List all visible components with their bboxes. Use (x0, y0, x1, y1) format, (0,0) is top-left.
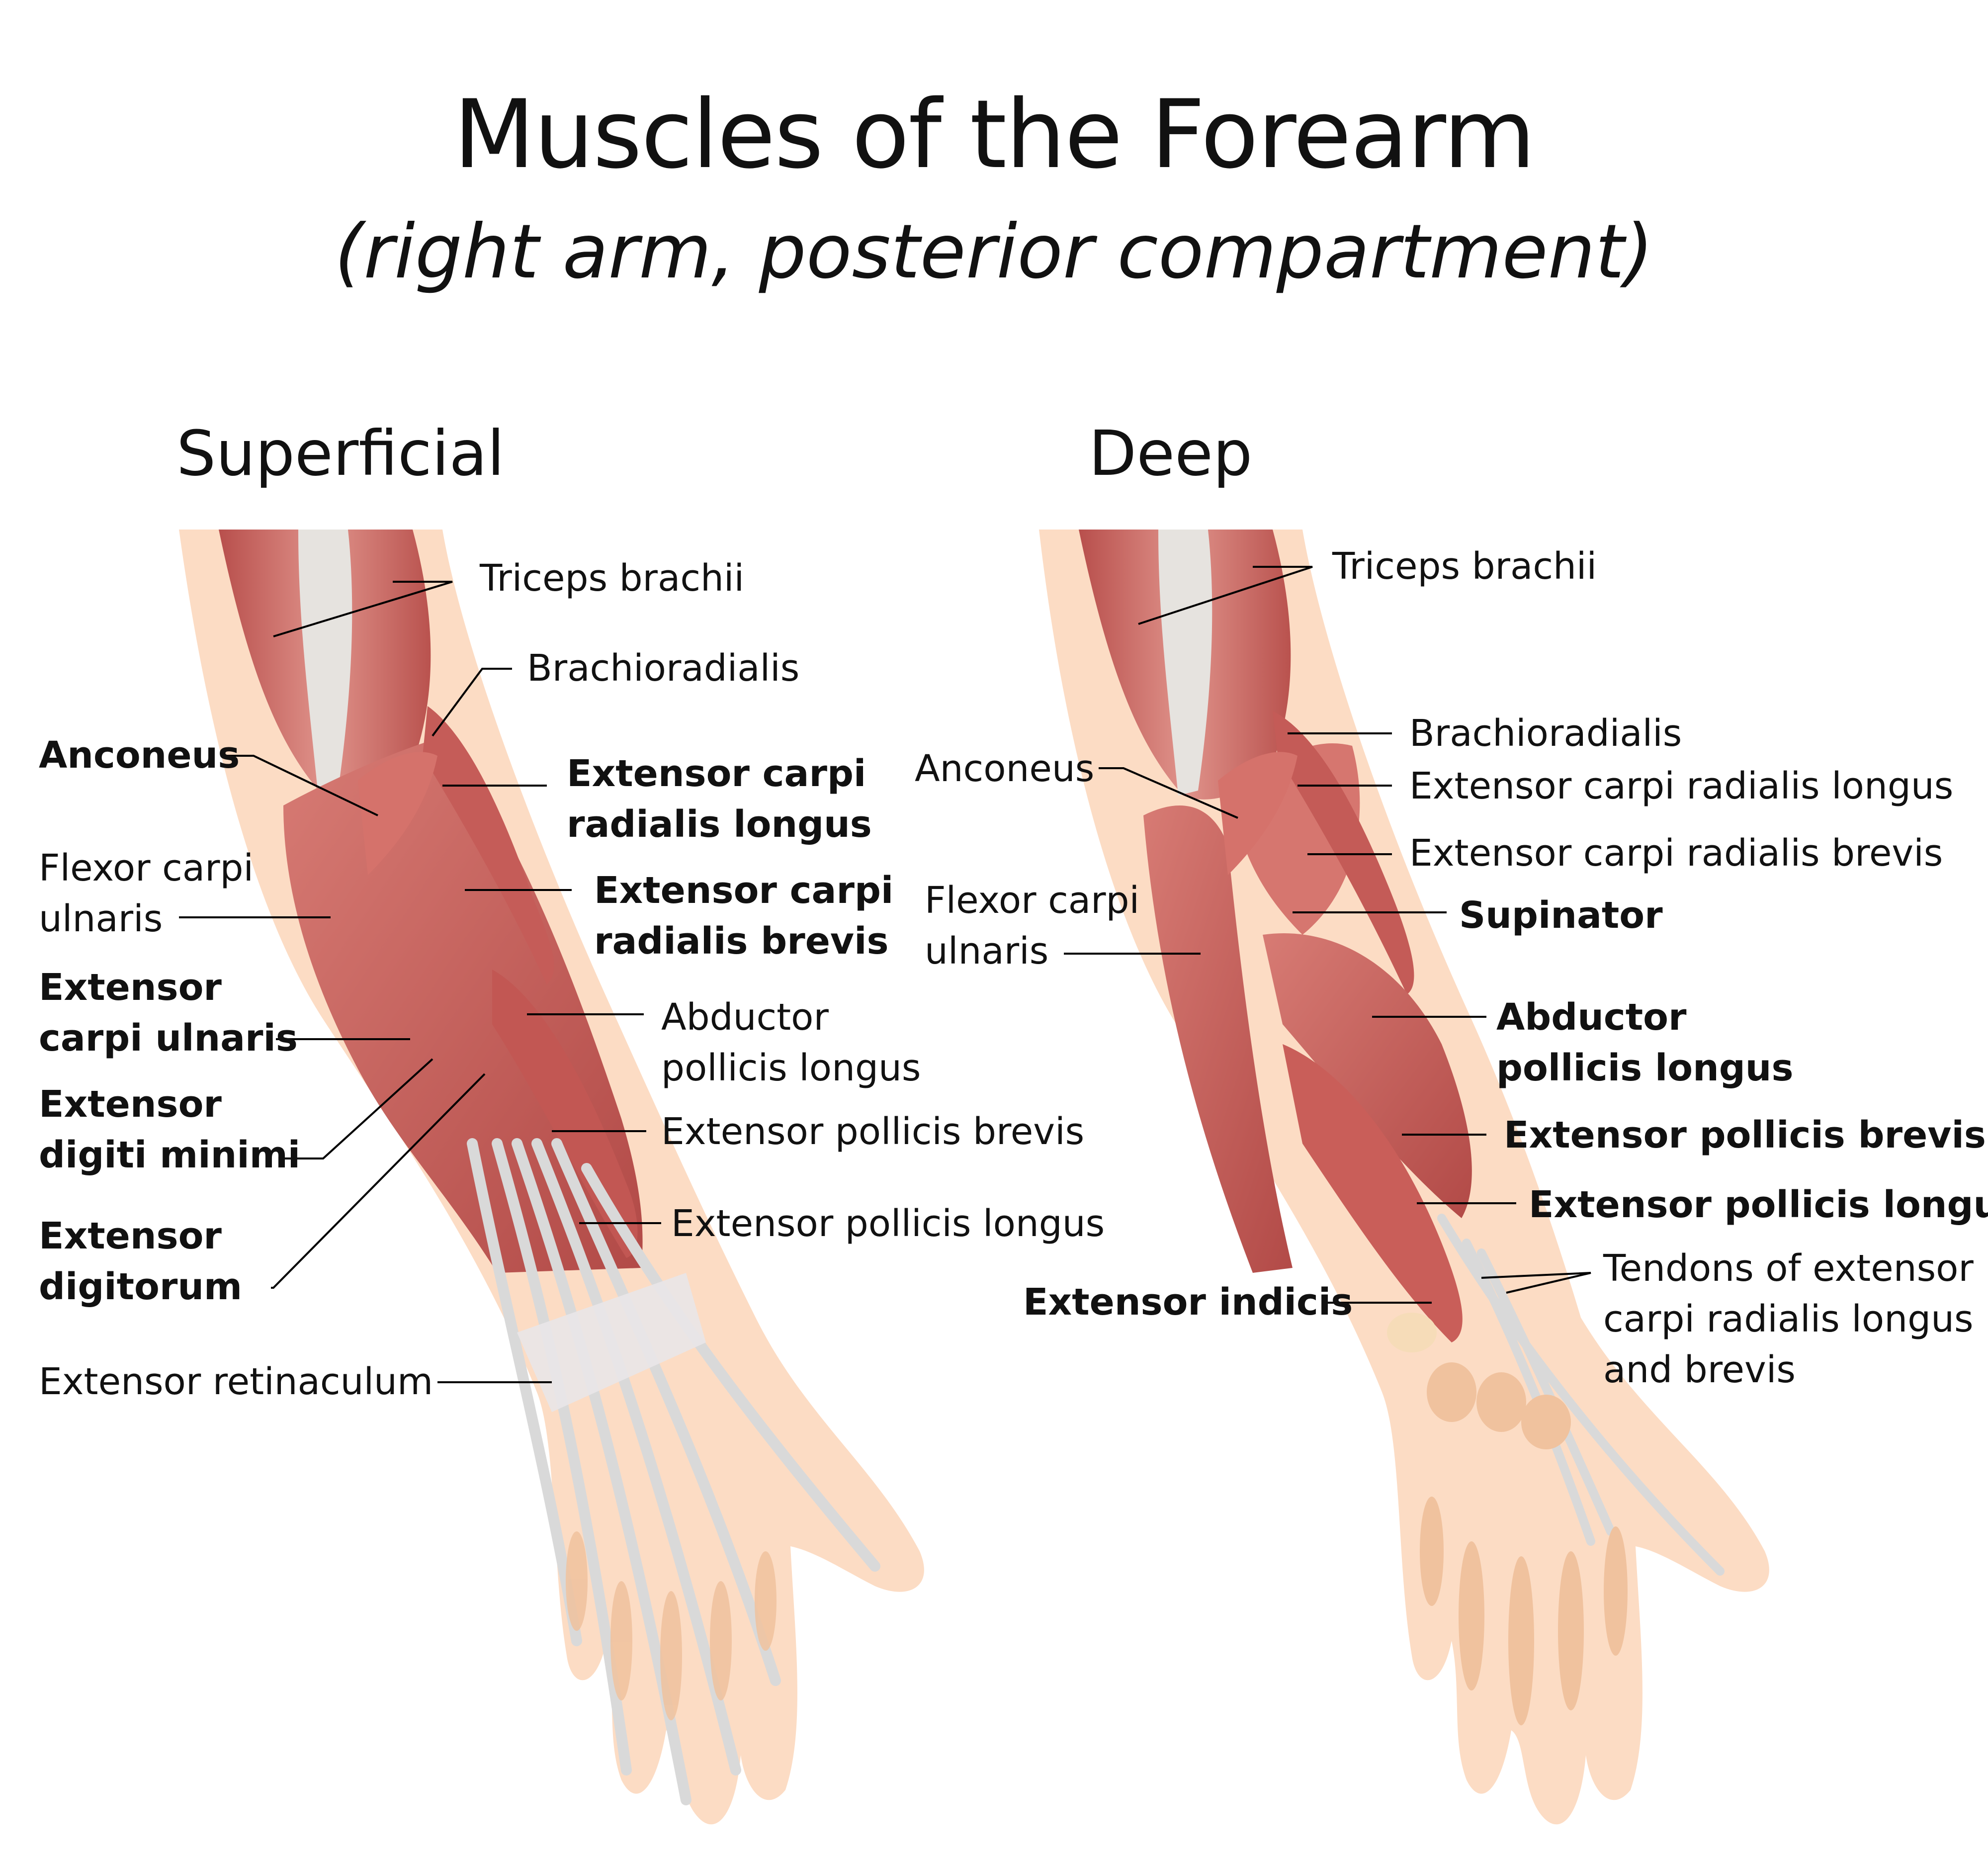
diagram-subtitle: (right arm, posterior compartment) (334, 209, 1654, 295)
deep-ecrl (1273, 711, 1414, 994)
label-s-fcu: Flexor carpi ulnaris (39, 847, 254, 940)
deep-anconeus (1218, 752, 1297, 875)
label-d-ecrb: Extensor carpi radialis brevis (1409, 832, 1943, 875)
leader-d-triceps (1138, 566, 1313, 625)
superficial-leader-lines (179, 581, 661, 1383)
label-s-ecu: Extensor carpi ulnaris (39, 966, 298, 1060)
leader-s-edm (283, 1058, 433, 1159)
leader-d-anconeus (1099, 767, 1238, 819)
deep-epb-epl (1283, 1044, 1463, 1342)
deep-leader-lines (1064, 566, 1591, 1304)
deep-heading: Deep (1089, 418, 1253, 490)
label-s-brachioradialis: Brachioradialis (527, 647, 800, 690)
label-s-ecrl: Extensor carpi radialis longus (567, 752, 872, 846)
superficial-arm (179, 530, 924, 1825)
superficial-retinaculum (517, 1273, 706, 1412)
label-s-edm: Extensor digiti minimi (39, 1083, 301, 1176)
superficial-ecrl-band (423, 706, 554, 984)
superficial-anconeus (358, 752, 437, 875)
label-d-fcu: Flexor carpi ulnaris (925, 879, 1140, 973)
diagram-title: Muscles of the Forearm (453, 80, 1536, 189)
superficial-hand-bones (566, 1531, 777, 1720)
label-d-supinator: Supinator (1459, 894, 1663, 937)
label-d-ecrl: Extensor carpi radialis longus (1409, 765, 1954, 807)
deep-arm (1039, 530, 1769, 1825)
label-d-triceps: Triceps brachii (1332, 545, 1597, 588)
label-d-brachioradialis: Brachioradialis (1409, 712, 1682, 755)
label-d-indicis: Extensor indicis (1023, 1281, 1353, 1324)
label-d-anconeus: Anconeus (915, 747, 1095, 790)
superficial-heading: Superficial (176, 418, 505, 490)
label-d-epb: Extensor pollicis brevis (1504, 1114, 1986, 1157)
label-d-apl: Abductor pollicis longus (1496, 996, 1794, 1089)
leader-s-triceps (273, 581, 453, 637)
label-s-anconeus: Anconeus (39, 734, 240, 777)
label-d-epl: Extensor pollicis longus (1529, 1183, 1988, 1226)
deep-apl (1263, 933, 1472, 1218)
label-s-epb: Extensor pollicis brevis (661, 1110, 1085, 1153)
superficial-forearm-muscles (283, 736, 643, 1273)
leader-d-tendons (1481, 1272, 1591, 1294)
leader-s-brachioradialis (432, 668, 512, 737)
deep-fcu (1143, 805, 1293, 1273)
label-s-ed: Extensor digitorum (39, 1215, 243, 1308)
label-d-tendons: Tendons of extensor carpi radialis longu… (1603, 1247, 1974, 1391)
superficial-tendons (467, 1138, 880, 1805)
label-s-retinaculum: Extensor retinaculum (39, 1360, 433, 1403)
label-s-epl: Extensor pollicis longus (671, 1202, 1105, 1245)
superficial-triceps-tendon (298, 530, 352, 796)
deep-triceps-tendon (1158, 530, 1212, 796)
leader-s-ed (271, 1073, 486, 1289)
deep-hand-bones (1420, 1362, 1628, 1725)
deep-ulna-head (1387, 1313, 1437, 1352)
label-s-apl: Abductor pollicis longus (661, 996, 921, 1089)
label-s-ecrb: Extensor carpi radialis brevis (594, 869, 894, 963)
label-s-triceps: Triceps brachii (480, 557, 745, 600)
leader-s-anconeus (226, 755, 378, 816)
